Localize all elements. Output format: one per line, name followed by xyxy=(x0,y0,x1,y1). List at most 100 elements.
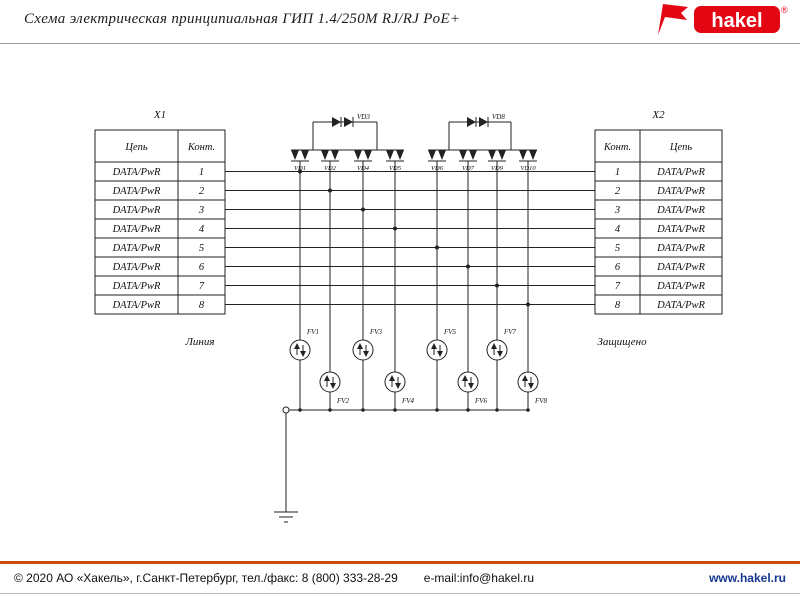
connector-x2-cell: 4 xyxy=(615,224,621,235)
connector-x1-cell: DATA/PwR xyxy=(112,262,161,273)
connector-x2-cell: 6 xyxy=(615,262,621,273)
tvs-diode-symbol xyxy=(291,150,299,160)
tvs-diode-symbol xyxy=(438,150,446,160)
connector-x1-col-header: Цепь xyxy=(124,142,147,153)
vd-top-diode xyxy=(479,117,488,127)
connector-x2-cell: 1 xyxy=(615,167,620,178)
tvs-diode-symbol xyxy=(488,150,496,160)
fv-label: FV4 xyxy=(401,397,415,405)
connector-x1-cell: 7 xyxy=(199,281,205,292)
protected-side-caption: Защищено xyxy=(597,336,647,348)
email-text: e-mail:info@hakel.ru xyxy=(423,571,534,585)
vd-label: VD8 xyxy=(492,113,505,121)
arrester-symbol xyxy=(384,371,406,393)
connector-x1-cell: DATA/PwR xyxy=(112,186,161,197)
tvs-diode-symbol xyxy=(364,150,372,160)
website-link[interactable]: www.hakel.ru xyxy=(709,571,786,585)
connector-x1-cell: DATA/PwR xyxy=(112,243,161,254)
wire-junction-dot xyxy=(466,264,470,269)
arrester-arrow-head xyxy=(522,375,528,381)
vd-label: VD1 xyxy=(294,165,306,172)
line-side-caption: Линия xyxy=(184,336,214,348)
tvs-diode-symbol xyxy=(396,150,404,160)
connector-x2-cell: 2 xyxy=(615,186,621,197)
connector-x1-cell: 6 xyxy=(199,262,205,273)
tvs-diode-symbol xyxy=(386,150,394,160)
arrester-symbol xyxy=(352,339,374,361)
arrester-arrow-head xyxy=(330,383,336,389)
copyright-text: © 2020 АО «Хакель», г.Санкт-Петербург, т… xyxy=(14,571,398,585)
connector-x1-table xyxy=(94,129,226,315)
connector-x2-cell: 7 xyxy=(615,281,621,292)
connector-x2-cell: DATA/PwR xyxy=(656,167,705,178)
wire-junction-dot xyxy=(361,207,365,212)
tvs-diode-symbol xyxy=(321,150,329,160)
vd-label: VD9 xyxy=(491,165,504,172)
connector-x1-cell: 3 xyxy=(198,205,204,216)
tvs-diode-symbol xyxy=(428,150,436,160)
arrester-arrow-head xyxy=(431,343,437,349)
connector-x2-designator: X2 xyxy=(651,109,665,121)
vd-top-diode xyxy=(332,117,341,127)
connector-x2-cell: DATA/PwR xyxy=(656,262,705,273)
hakel-logo: hakel ® xyxy=(650,1,790,42)
arrester-arrow-head xyxy=(462,375,468,381)
wire-junction-dot xyxy=(393,226,397,231)
fv-label: FV8 xyxy=(534,397,548,405)
logo-box xyxy=(694,6,780,33)
connector-x2-table xyxy=(594,129,723,315)
arrester-symbol xyxy=(319,371,341,393)
connector-x1-cell: 2 xyxy=(199,186,205,197)
vd-label: VD10 xyxy=(520,165,536,172)
hakel-logo-graphic: hakel ® xyxy=(658,4,788,35)
fv-label: FV7 xyxy=(503,328,517,336)
arrester-arrow-head xyxy=(468,383,474,389)
connector-x1-cell: DATA/PwR xyxy=(112,167,161,178)
fv-label: FV3 xyxy=(369,328,383,336)
connector-x1-col-header: Конт. xyxy=(187,142,215,153)
page-footer: © 2020 АО «Хакель», г.Санкт-Петербург, т… xyxy=(0,561,800,594)
connector-x1-cell: 5 xyxy=(199,243,204,254)
document-title: Схема электрическая принципиальная ГИП 1… xyxy=(24,11,461,27)
arrester-arrow-head xyxy=(528,383,534,389)
wire-junction-dot xyxy=(328,188,332,193)
connector-x1-cell: DATA/PwR xyxy=(112,300,161,311)
arrester-arrow-head xyxy=(437,351,443,357)
tvs-diode-symbol xyxy=(301,150,309,160)
logo-flag-icon xyxy=(658,4,688,35)
arrester-arrow-head xyxy=(300,351,306,357)
arrester-arrow-head xyxy=(497,351,503,357)
vd-label: VD2 xyxy=(324,165,337,172)
fv-label: FV6 xyxy=(474,397,488,405)
vd-top-diode xyxy=(344,117,353,127)
arrester-arrow-head xyxy=(363,351,369,357)
tvs-diode-symbol xyxy=(354,150,362,160)
connector-x2-cell: DATA/PwR xyxy=(656,300,705,311)
connector-x1-cell: 8 xyxy=(199,300,205,311)
tvs-diode-symbol xyxy=(498,150,506,160)
tvs-diode-symbol xyxy=(519,150,527,160)
logo-text: hakel xyxy=(711,10,762,32)
arrester-arrow-head xyxy=(294,343,300,349)
vd-label: VD6 xyxy=(431,165,444,172)
connector-x2-cell: 8 xyxy=(615,300,621,311)
arrester-arrow-head xyxy=(491,343,497,349)
wire-junction-dot xyxy=(495,283,499,288)
arrester-arrow-head xyxy=(357,343,363,349)
connector-x2-cell: DATA/PwR xyxy=(656,281,705,292)
tvs-diode-symbol xyxy=(331,150,339,160)
vd-label: VD4 xyxy=(357,165,370,172)
arrester-symbol xyxy=(426,339,448,361)
fv-label: FV2 xyxy=(336,397,350,405)
wire-junction-dot xyxy=(526,302,530,307)
connector-x1-cell: 1 xyxy=(199,167,204,178)
wire-junction-dot xyxy=(298,169,302,174)
connector-x1-cell: DATA/PwR xyxy=(112,224,161,235)
connector-x2-cell: 3 xyxy=(614,205,620,216)
arrester-arrow-head xyxy=(324,375,330,381)
arrester-symbol xyxy=(457,371,479,393)
ground-terminal xyxy=(282,406,290,414)
connector-x2-cell: 5 xyxy=(615,243,620,254)
vd-label: VD5 xyxy=(389,165,402,172)
tvs-diode-symbol xyxy=(529,150,537,160)
